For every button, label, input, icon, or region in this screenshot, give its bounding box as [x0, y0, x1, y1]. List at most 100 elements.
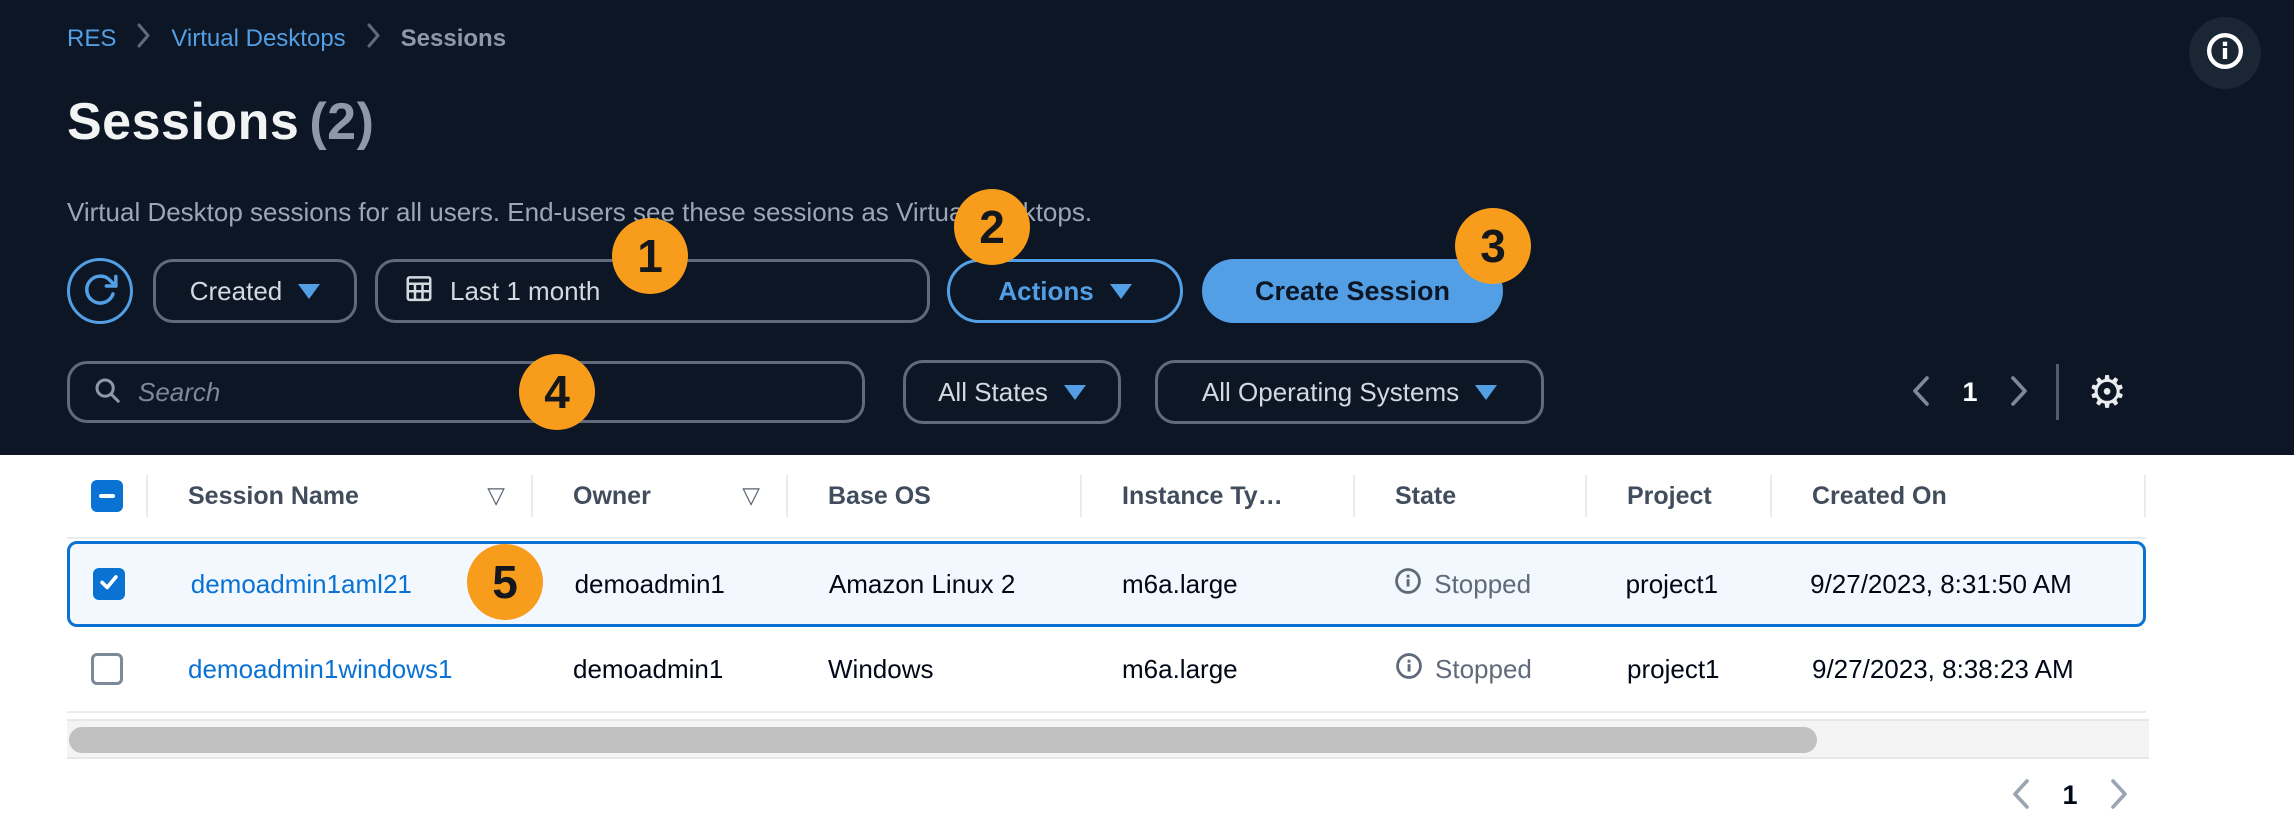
status-info-icon[interactable] [1395, 652, 1423, 687]
column-header-state[interactable]: State [1353, 455, 1585, 537]
info-icon [2205, 31, 2245, 76]
base-os-cell: Amazon Linux 2 [828, 568, 1016, 599]
status-info-icon[interactable] [1394, 567, 1422, 602]
indeterminate-icon [98, 494, 115, 498]
table-row[interactable]: demoadmin1windows1 demoadmin1 Windows m6… [67, 627, 2146, 713]
refresh-icon [81, 271, 119, 312]
page-header: RES Virtual Desktops Sessions Sessions(2… [0, 0, 2294, 455]
column-label: Session Name [188, 481, 359, 510]
chevron-right-icon [2108, 777, 2130, 814]
help-panel-button[interactable] [2189, 17, 2261, 89]
search-box[interactable] [67, 361, 865, 423]
column-label: State [1395, 481, 1457, 510]
annotation-badge-2: 2 [954, 189, 1030, 265]
column-label: Base OS [828, 481, 931, 510]
column-label: Project [1627, 481, 1712, 510]
calendar-icon [404, 273, 434, 310]
date-range-label: Last 1 month [450, 275, 601, 306]
chevron-right-icon [136, 22, 151, 56]
row-select-cell [70, 544, 149, 624]
table-area: Session Name ▽ Owner ▽ Base OS Instance … [0, 455, 2294, 840]
horizontal-scrollbar[interactable] [67, 719, 2149, 759]
sort-icon[interactable]: ▽ [487, 483, 505, 509]
actions-label: Actions [998, 275, 1094, 306]
column-header-instance-type[interactable]: Instance Ty… [1080, 455, 1353, 537]
breadcrumb: RES Virtual Desktops Sessions [67, 22, 506, 56]
table-row[interactable]: demoadmin1aml21 demoadmin1 Amazon Linux … [67, 541, 2146, 627]
state-cell: Stopped [1352, 544, 1583, 624]
current-page-number[interactable]: 1 [1962, 376, 1978, 407]
breadcrumb-virtual-desktops[interactable]: Virtual Desktops [171, 25, 346, 52]
refresh-button[interactable] [67, 258, 133, 324]
next-page-button[interactable] [2096, 767, 2142, 823]
top-pagination: 1 ⚙ [1898, 360, 2135, 424]
sort-icon[interactable]: ▽ [742, 483, 760, 509]
chevron-right-icon [2008, 374, 2030, 411]
column-header-project[interactable]: Project [1585, 455, 1770, 537]
row-select-cell [67, 627, 146, 711]
sort-by-label: Created [189, 275, 283, 306]
column-header-owner[interactable]: Owner ▽ [531, 455, 786, 537]
state-filter-label: All States [938, 376, 1048, 407]
divider [2056, 364, 2059, 420]
column-label: Owner [573, 481, 651, 510]
caret-down-icon [1475, 384, 1498, 400]
base-os-cell: Windows [828, 653, 934, 684]
os-filter-label: All Operating Systems [1201, 376, 1460, 407]
breadcrumb-res[interactable]: RES [67, 25, 117, 52]
state-label: Stopped [1435, 653, 1532, 684]
column-header-base-os[interactable]: Base OS [786, 455, 1080, 537]
instance-type-cell: m6a.large [1122, 653, 1238, 684]
row-checkbox-unchecked[interactable] [90, 653, 123, 685]
session-link[interactable]: demoadmin1windows1 [188, 653, 453, 684]
created-on-cell: 9/27/2023, 8:38:23 AM [1812, 653, 2074, 684]
instance-type-cell: m6a.large [1122, 568, 1238, 599]
project-cell: project1 [1625, 568, 1719, 599]
os-filter-dropdown[interactable]: All Operating Systems [1155, 360, 1544, 424]
table-header-row: Session Name ▽ Owner ▽ Base OS Instance … [67, 455, 2146, 539]
chevron-left-icon [1910, 374, 1932, 411]
scrollbar-thumb[interactable] [69, 727, 1817, 753]
create-session-button[interactable]: Create Session [1202, 259, 1503, 323]
previous-page-button[interactable] [1998, 767, 2044, 823]
chevron-right-icon [366, 22, 381, 56]
search-input[interactable] [138, 364, 862, 420]
created-on-cell: 9/27/2023, 8:31:50 AM [1810, 568, 2072, 599]
select-all-checkbox[interactable] [90, 480, 123, 512]
state-label: Stopped [1434, 568, 1532, 599]
owner-cell: demoadmin1 [574, 568, 725, 599]
session-link[interactable]: demoadmin1aml21 [190, 568, 412, 599]
toolbar: Created Last 1 month Actions Create Sess… [67, 258, 1503, 324]
owner-cell: demoadmin1 [573, 653, 724, 684]
page-title-text: Sessions [67, 93, 300, 151]
caret-down-icon [1063, 384, 1086, 400]
breadcrumb-sessions: Sessions [400, 25, 507, 52]
session-name-cell: demoadmin1aml21 [149, 544, 533, 624]
page-title: Sessions(2) [67, 92, 374, 152]
session-count: (2) [309, 93, 375, 151]
column-header-session-name[interactable]: Session Name ▽ [146, 455, 531, 537]
row-checkbox-checked[interactable] [93, 568, 126, 600]
actions-dropdown[interactable]: Actions [947, 259, 1183, 323]
filter-row: All States All Operating Systems [67, 360, 1544, 424]
state-cell: Stopped [1353, 627, 1585, 711]
sessions-table: Session Name ▽ Owner ▽ Base OS Instance … [67, 455, 2149, 759]
create-session-label: Create Session [1254, 275, 1451, 306]
next-page-button[interactable] [1996, 364, 2042, 420]
current-page-number[interactable]: 1 [2062, 779, 2078, 810]
project-cell: project1 [1627, 653, 1720, 684]
column-header-created-on[interactable]: Created On [1770, 455, 2146, 537]
check-icon [98, 569, 120, 600]
select-all-cell [67, 455, 146, 537]
session-name-cell: demoadmin1windows1 [146, 627, 531, 711]
previous-page-button[interactable] [1898, 364, 1944, 420]
column-label: Created On [1812, 481, 1947, 510]
column-label: Instance Ty… [1122, 481, 1283, 510]
page-description: Virtual Desktop sessions for all users. … [67, 197, 1093, 227]
state-filter-dropdown[interactable]: All States [903, 360, 1121, 424]
search-icon [92, 375, 122, 410]
table-settings-button[interactable]: ⚙ [2079, 364, 2135, 420]
caret-down-icon [298, 283, 321, 299]
sort-by-dropdown[interactable]: Created [153, 259, 357, 323]
